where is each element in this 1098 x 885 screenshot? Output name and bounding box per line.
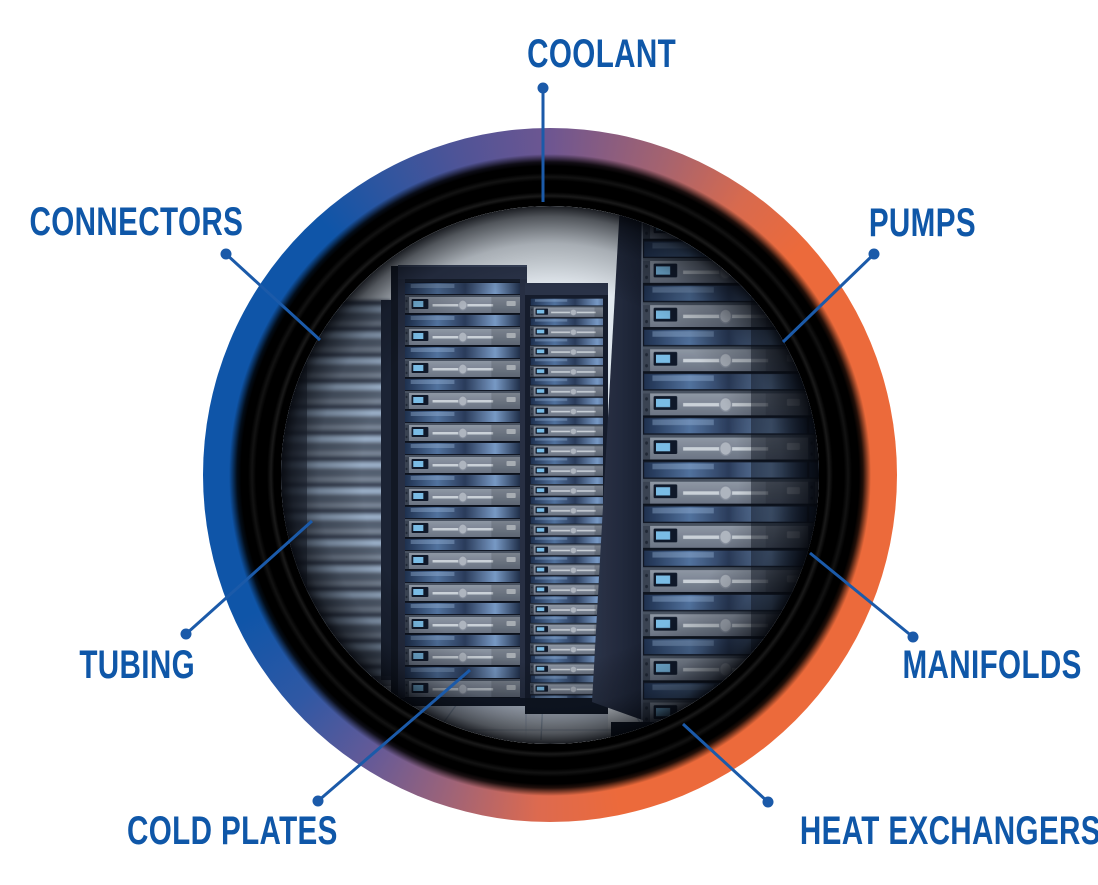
label-pumps: PUMPS bbox=[868, 201, 976, 245]
tubing-dot bbox=[180, 628, 192, 640]
label-manifolds: MANIFOLDS bbox=[902, 643, 1082, 687]
label-coolant: COOLANT bbox=[527, 32, 677, 76]
connectors-dot bbox=[220, 248, 232, 260]
heat-exchangers-dot bbox=[762, 796, 774, 808]
label-cold-plates: COLD PLATES bbox=[126, 809, 338, 853]
label-heat-exchangers: HEAT EXCHANGERS bbox=[799, 809, 1098, 853]
server-room-photo bbox=[281, 206, 819, 744]
coolant-dot bbox=[537, 82, 549, 94]
server-room-scene bbox=[281, 206, 819, 744]
label-tubing: TUBING bbox=[79, 643, 195, 687]
cold-plates-dot bbox=[312, 795, 324, 807]
pumps-dot bbox=[868, 248, 880, 260]
manifolds-dot bbox=[907, 631, 919, 643]
label-connectors: CONNECTORS bbox=[29, 200, 243, 244]
photo-vignette bbox=[281, 206, 819, 744]
